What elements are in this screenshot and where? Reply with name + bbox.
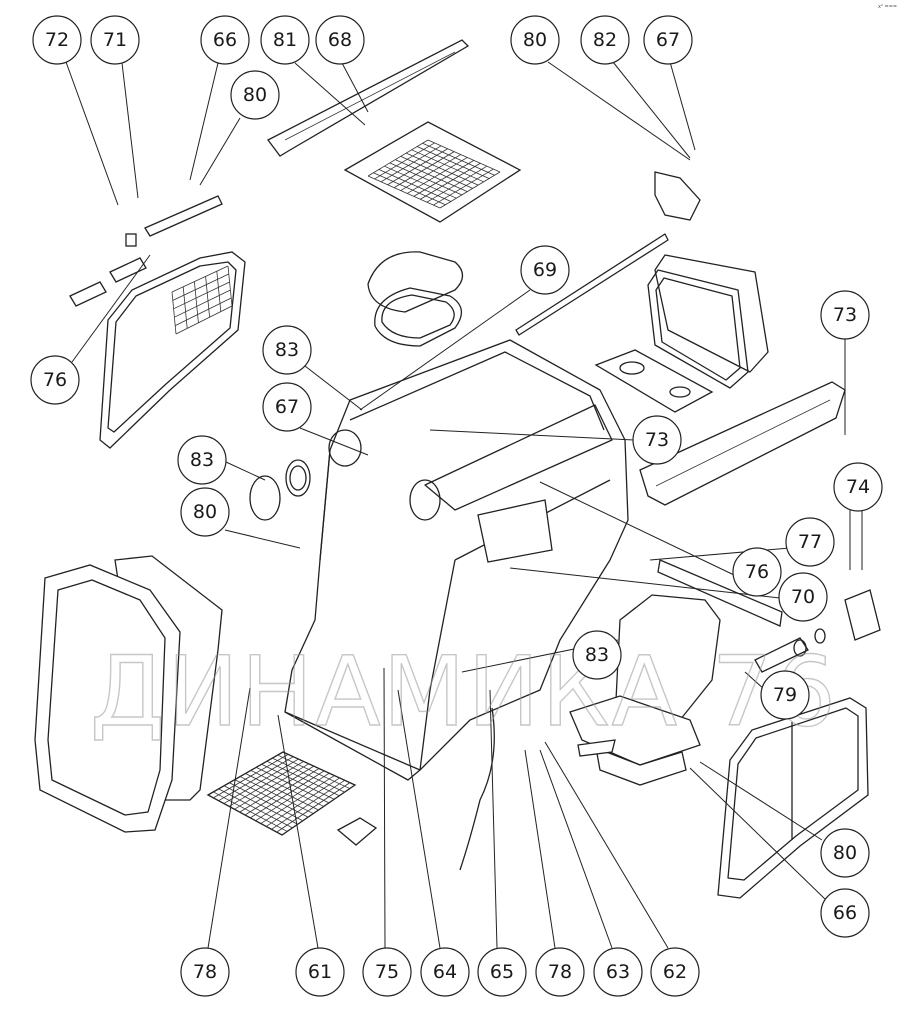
callout-label: 65: [490, 961, 514, 983]
callout-72: 72: [32, 15, 82, 65]
callout-78: 78: [535, 947, 585, 997]
bar-part: [657, 559, 783, 627]
plate-part: [594, 349, 714, 413]
callout-label: 68: [328, 29, 352, 51]
relay-strip-part: [69, 195, 223, 307]
callout-83: 83: [177, 435, 227, 485]
callout-70: 70: [778, 572, 828, 622]
callout-label: 78: [548, 961, 572, 983]
bracket-part: [654, 171, 701, 221]
callout-label: 79: [773, 684, 797, 706]
callout-label: 83: [585, 644, 609, 666]
callout-label: 76: [43, 369, 67, 391]
callout-label: 75: [375, 961, 399, 983]
callout-83: 83: [572, 630, 622, 680]
seat-part: [569, 594, 721, 786]
callout-label: 78: [193, 961, 217, 983]
corner-mark: x² ===: [878, 4, 897, 10]
callout-79: 79: [760, 670, 810, 720]
callout-71: 71: [90, 15, 140, 65]
callout-74: 74: [833, 462, 883, 512]
callout-69: 69: [520, 245, 570, 295]
callout-label: 69: [533, 259, 557, 281]
callout-67: 67: [262, 382, 312, 432]
seal-ring-part: [249, 459, 311, 521]
callout-label: 67: [275, 396, 299, 418]
leader-lines: [65, 61, 863, 949]
callout-82: 82: [580, 15, 630, 65]
callout-label: 83: [190, 449, 214, 471]
callout-label: 81: [273, 29, 297, 51]
callout-label: 61: [308, 961, 332, 983]
callout-80: 80: [510, 15, 560, 65]
callout-label: 74: [846, 476, 870, 498]
callout-80: 80: [230, 70, 280, 120]
cable-part: [459, 707, 495, 871]
callout-76: 76: [732, 547, 782, 597]
callout-80: 80: [180, 487, 230, 537]
callout-label: 67: [656, 29, 680, 51]
filter-part: [754, 589, 881, 673]
roof-rail-part: [267, 39, 470, 157]
callout-label: 80: [193, 501, 217, 523]
callout-83: 83: [262, 325, 312, 375]
callout-65: 65: [477, 947, 527, 997]
rod-part: [515, 233, 669, 336]
callout-label: 70: [791, 586, 815, 608]
callout-66: 66: [200, 15, 250, 65]
callout-78: 78: [180, 947, 230, 997]
callout-label: 77: [798, 531, 822, 553]
side-rail-part: [639, 381, 846, 506]
callout-66: 66: [820, 888, 870, 938]
callout-64: 64: [420, 947, 470, 997]
watermark: ДИНАМИКА 76: [89, 635, 838, 748]
callout-75: 75: [362, 947, 412, 997]
cab-frame-part: [284, 339, 629, 781]
floor-mat-part: [206, 751, 357, 836]
callout-61: 61: [295, 947, 345, 997]
callout-label: 66: [833, 902, 857, 924]
callout-73: 73: [820, 290, 870, 340]
callout-label: 71: [103, 29, 127, 51]
callout-label: 73: [833, 304, 857, 326]
callout-63: 63: [593, 947, 643, 997]
rear-window-seal-part: [647, 254, 769, 389]
callout-label: 76: [745, 561, 769, 583]
callout-label: 66: [213, 29, 237, 51]
callout-67: 67: [643, 15, 693, 65]
left-side-window-part: [99, 251, 246, 449]
callout-label: 80: [523, 29, 547, 51]
callout-label: 80: [833, 842, 857, 864]
callout-81: 81: [260, 15, 310, 65]
callout-label: 82: [593, 29, 617, 51]
callout-80: 80: [820, 828, 870, 878]
roof-seal-part: [367, 251, 464, 347]
callout-label: 72: [45, 29, 69, 51]
callout-label: 73: [645, 429, 669, 451]
callout-73: 73: [632, 415, 682, 465]
pedal-part: [336, 817, 378, 846]
callout-62: 62: [650, 947, 700, 997]
door-part: [34, 555, 223, 833]
callout-68: 68: [315, 15, 365, 65]
callout-label: 80: [243, 84, 267, 106]
callout-label: 62: [663, 961, 687, 983]
watermark-text: ДИНАМИКА 76: [90, 636, 838, 748]
roof-grille-panel: [343, 121, 522, 223]
callout-label: 63: [606, 961, 630, 983]
callout-77: 77: [785, 517, 835, 567]
callout-76: 76: [30, 355, 80, 405]
callout-label: 83: [275, 339, 299, 361]
callout-label: 64: [433, 961, 457, 983]
